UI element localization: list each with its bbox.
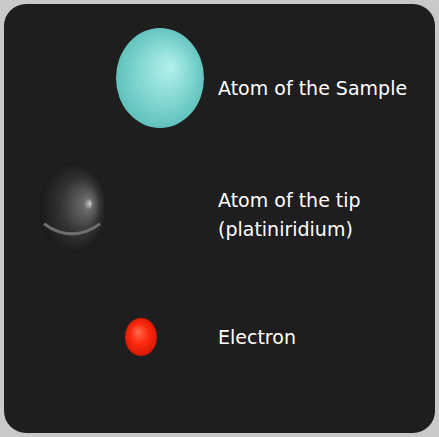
legend-label: Atom of the Sample	[218, 74, 430, 103]
tip-atom-sphere	[39, 163, 105, 253]
electron-sphere	[125, 318, 157, 356]
sample-atom-sphere	[116, 28, 204, 128]
sphere-reflection	[44, 224, 100, 234]
legend-label: Atom of the tip (platiniridium)	[218, 186, 430, 244]
legend-label: Electron	[218, 323, 430, 352]
